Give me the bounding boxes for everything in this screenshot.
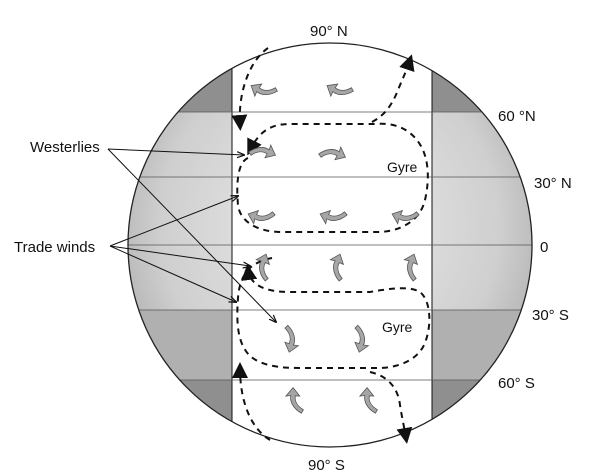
westerlies-leader-north: [107, 148, 244, 155]
equator-label: 0: [540, 239, 548, 256]
labels: 90° N 90° S 60 °N 30° N 0 30° S 60° S Gy…: [14, 23, 572, 474]
westerlies-label: Westerlies: [30, 139, 100, 156]
land-east-upper: [432, 43, 532, 112]
trade-winds-leader-north: [109, 196, 238, 247]
westerlies-leader-south: [107, 148, 276, 322]
current-polar-south-west: [232, 362, 271, 441]
current-polar-south-east: [369, 371, 413, 444]
land-west-bottom: [128, 380, 232, 447]
current-polar-north-east: [371, 54, 415, 123]
gyre-south-label: Gyre: [382, 319, 413, 335]
current-gyre-south: [236, 257, 431, 369]
current-paths: [231, 47, 431, 444]
trade-winds-leader-mid: [109, 245, 250, 266]
lat-60s-label: 60° S: [498, 375, 535, 392]
trade-winds-leader-south: [109, 245, 236, 302]
current-gyre-north: [236, 122, 429, 233]
land-west-lower: [128, 310, 232, 380]
trade-winds-label: Trade winds: [14, 239, 95, 256]
leader-lines: [107, 148, 276, 322]
land-east-bottom: [432, 380, 532, 447]
gyre-north-label: Gyre: [387, 159, 418, 175]
lat-60n-label: 60 °N: [498, 108, 536, 125]
lat-30s-label: 30° S: [532, 307, 569, 324]
land-west-upper: [128, 43, 232, 112]
north-pole-label: 90° N: [310, 23, 348, 40]
south-pole-label: 90° S: [308, 457, 345, 474]
lat-30n-label: 30° N: [534, 175, 572, 192]
